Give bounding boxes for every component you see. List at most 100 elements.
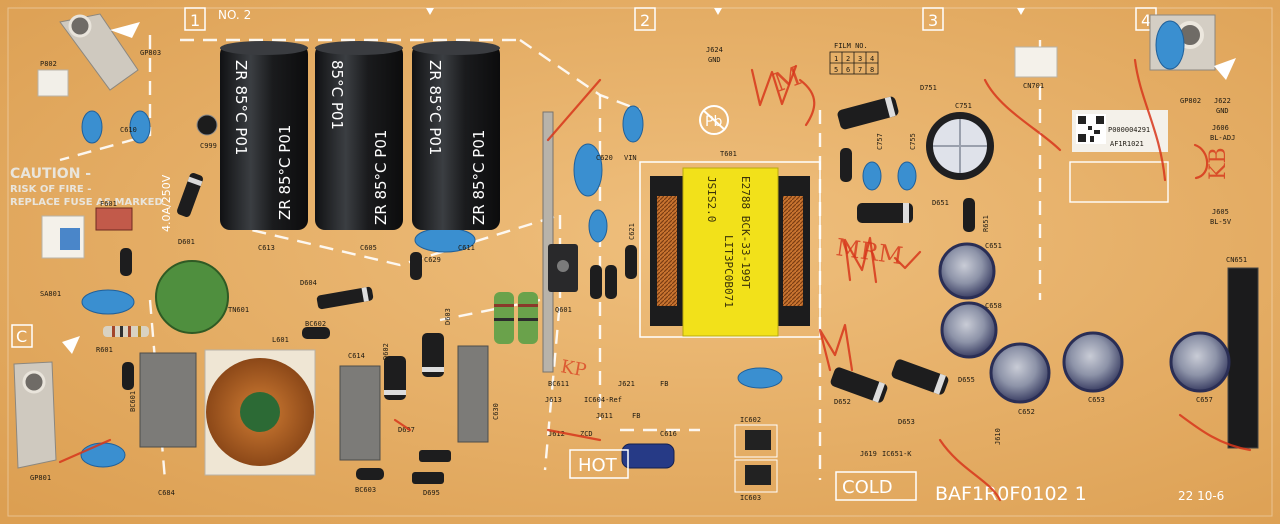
label-sa801: SA801 <box>40 290 61 298</box>
label-d751: D751 <box>920 84 937 92</box>
jumpers <box>120 148 975 480</box>
label-d651: D651 <box>932 199 949 207</box>
section-number-2: 2 <box>640 11 650 30</box>
label-l601: L601 <box>272 336 289 344</box>
label-j610: J610 <box>994 428 1002 445</box>
x-capacitors <box>139 345 489 461</box>
label-c658: C658 <box>985 302 1002 310</box>
label-c621: C621 <box>628 223 636 240</box>
transformer-text-3: E2788 BCK-33-199T <box>739 176 752 289</box>
label-bc611: BC611 <box>548 380 569 388</box>
label-fb-1: FB <box>660 380 668 388</box>
label-gp803: GP803 <box>140 49 161 57</box>
hot-box <box>569 449 629 479</box>
label-vin: VIN <box>624 154 637 162</box>
hot-label: HOT <box>578 455 618 476</box>
fuse-f601 <box>95 207 133 231</box>
label-c611: C611 <box>458 244 475 252</box>
label-gp801: GP801 <box>30 474 51 482</box>
label-d601: D601 <box>178 238 195 246</box>
connector-cn651 <box>1227 267 1259 449</box>
sticker-code: AF1R1021 <box>1110 140 1144 148</box>
film-label: FILM NO. <box>834 42 868 50</box>
date-code: 22 10-6 <box>1178 489 1224 503</box>
pb-free-icon: Pb <box>699 105 729 135</box>
label-c614: C614 <box>348 352 365 360</box>
transformer-frame <box>639 161 821 338</box>
diodes <box>316 96 949 484</box>
label-j619: J619 <box>860 450 877 458</box>
arrow-icon <box>426 8 1025 15</box>
svg-text:Pb: Pb <box>705 114 722 130</box>
capacitor-2-text-a: 85°C P01 <box>328 60 346 130</box>
label-j605: J605 <box>1212 208 1229 216</box>
capacitor-1-text-b: ZR 85°C P01 <box>276 125 294 220</box>
label-tn601: TN601 <box>228 306 249 314</box>
label-c610: C610 <box>120 126 137 134</box>
transformer-text-2: LIT3PC0B071 <box>722 235 735 308</box>
connector-p802 <box>37 69 69 97</box>
label-c751: C751 <box>955 102 972 110</box>
label-j621: J621 <box>618 380 635 388</box>
cold-box <box>835 471 917 501</box>
label-bc601: BC601 <box>129 391 137 412</box>
section-number-1: 1 <box>190 11 200 30</box>
label-gp802-gnd: J622 <box>1214 97 1231 105</box>
label-c653: C653 <box>1088 396 1105 404</box>
label-ic602: IC602 <box>740 416 761 424</box>
transformer-tape <box>682 167 779 337</box>
film-digit-3: 3 <box>858 55 862 63</box>
label-d603: D603 <box>444 308 452 325</box>
capacitor-3-text-b: ZR 85°C P01 <box>470 130 488 225</box>
label-q601: Q601 <box>555 306 572 314</box>
resistors-green <box>494 292 538 344</box>
heatsink <box>542 111 554 373</box>
choke-core <box>240 392 280 432</box>
capacitor-c616 <box>621 443 675 469</box>
varistor-tn601 <box>155 260 229 334</box>
label-d653: D653 <box>898 418 915 426</box>
capacitor-2-text-b: ZR 85°C P01 <box>372 130 390 225</box>
label-d602: D602 <box>382 343 390 360</box>
film-digit-8: 8 <box>870 66 874 74</box>
label-c999: C999 <box>200 142 217 150</box>
film-grid <box>829 51 879 75</box>
blank-label-box <box>1069 161 1169 203</box>
label-f601: F601 <box>100 200 117 208</box>
label-c630: C630 <box>492 403 500 420</box>
label-d655: D655 <box>958 376 975 384</box>
label-c755: C755 <box>909 133 917 150</box>
label-bl-5v: BL-5V <box>1210 218 1232 226</box>
film-digit-5: 5 <box>834 66 838 74</box>
label-cn701: CN701 <box>1023 82 1044 90</box>
label-gp802: GP802 <box>1180 97 1201 105</box>
label-c620: C620 <box>596 154 613 162</box>
label-ic651-k: IC651-K <box>882 450 912 458</box>
cold-label: COLD <box>842 477 893 498</box>
caution-line-2: REPLACE FUSE AS MARKED <box>10 197 163 208</box>
section-number-4: 4 <box>1141 11 1151 30</box>
arrow-icon <box>62 22 1236 354</box>
film-digit-7: 7 <box>858 66 862 74</box>
film-digit-4: 4 <box>870 55 874 63</box>
section-letter-c: C <box>16 327 27 346</box>
qr-text: P000004291 <box>1108 126 1150 134</box>
optocouplers <box>734 424 778 493</box>
part-number: BAF1R0F0102 1 <box>935 483 1087 505</box>
label-zcd: ZCD <box>580 430 593 438</box>
label-j624: J624 <box>706 46 723 54</box>
label-c657: C657 <box>1196 396 1213 404</box>
label-r651: R651 <box>982 215 990 232</box>
qr-code <box>1076 114 1106 144</box>
label-bc603: BC603 <box>355 486 376 494</box>
section-markers <box>11 7 1157 348</box>
label-d604: D604 <box>300 279 317 287</box>
input-plug <box>60 228 80 250</box>
pen-mark-kb: KB <box>1206 147 1231 180</box>
bulk-capacitors <box>220 41 500 230</box>
label-ic604-ref: IC604-Ref <box>584 396 622 404</box>
section-number-3: 3 <box>928 11 938 30</box>
film-digit-1: 1 <box>834 55 838 63</box>
label-j611: J611 <box>596 412 613 420</box>
label-bl-adj: BL-ADJ <box>1210 134 1235 142</box>
